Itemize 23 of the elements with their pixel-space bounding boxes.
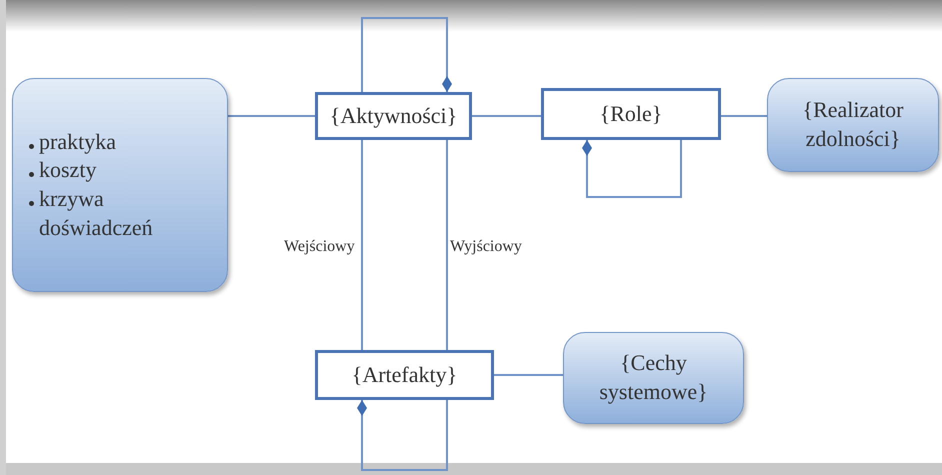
box-label: {Realizator zdolności} [802, 96, 904, 153]
connector-line [582, 140, 682, 198]
connector-line [494, 374, 563, 376]
connector-line [361, 17, 452, 350]
connector-line [721, 115, 767, 117]
rounded-box [767, 78, 939, 172]
rounded-box [563, 332, 744, 424]
connector-line [228, 115, 315, 117]
class-box [315, 350, 494, 400]
connector-line [357, 140, 448, 471]
box-label: {Artefakty} [350, 360, 458, 389]
connector-line [472, 115, 541, 117]
list-item: praktyka [39, 128, 116, 156]
list-item: koszty [39, 156, 96, 184]
edge-label: Wejściowy [284, 238, 355, 256]
box-label: {Role} [598, 100, 664, 128]
list-item: krzywa doświadczeń [39, 185, 154, 242]
box-label: {Cechy systemowe} [598, 349, 709, 406]
rounded-box [12, 78, 228, 292]
class-box [315, 92, 472, 140]
box-label: {Aktywności} [328, 102, 458, 130]
edge-label: Wyjściowy [450, 238, 522, 256]
class-box [541, 88, 721, 140]
